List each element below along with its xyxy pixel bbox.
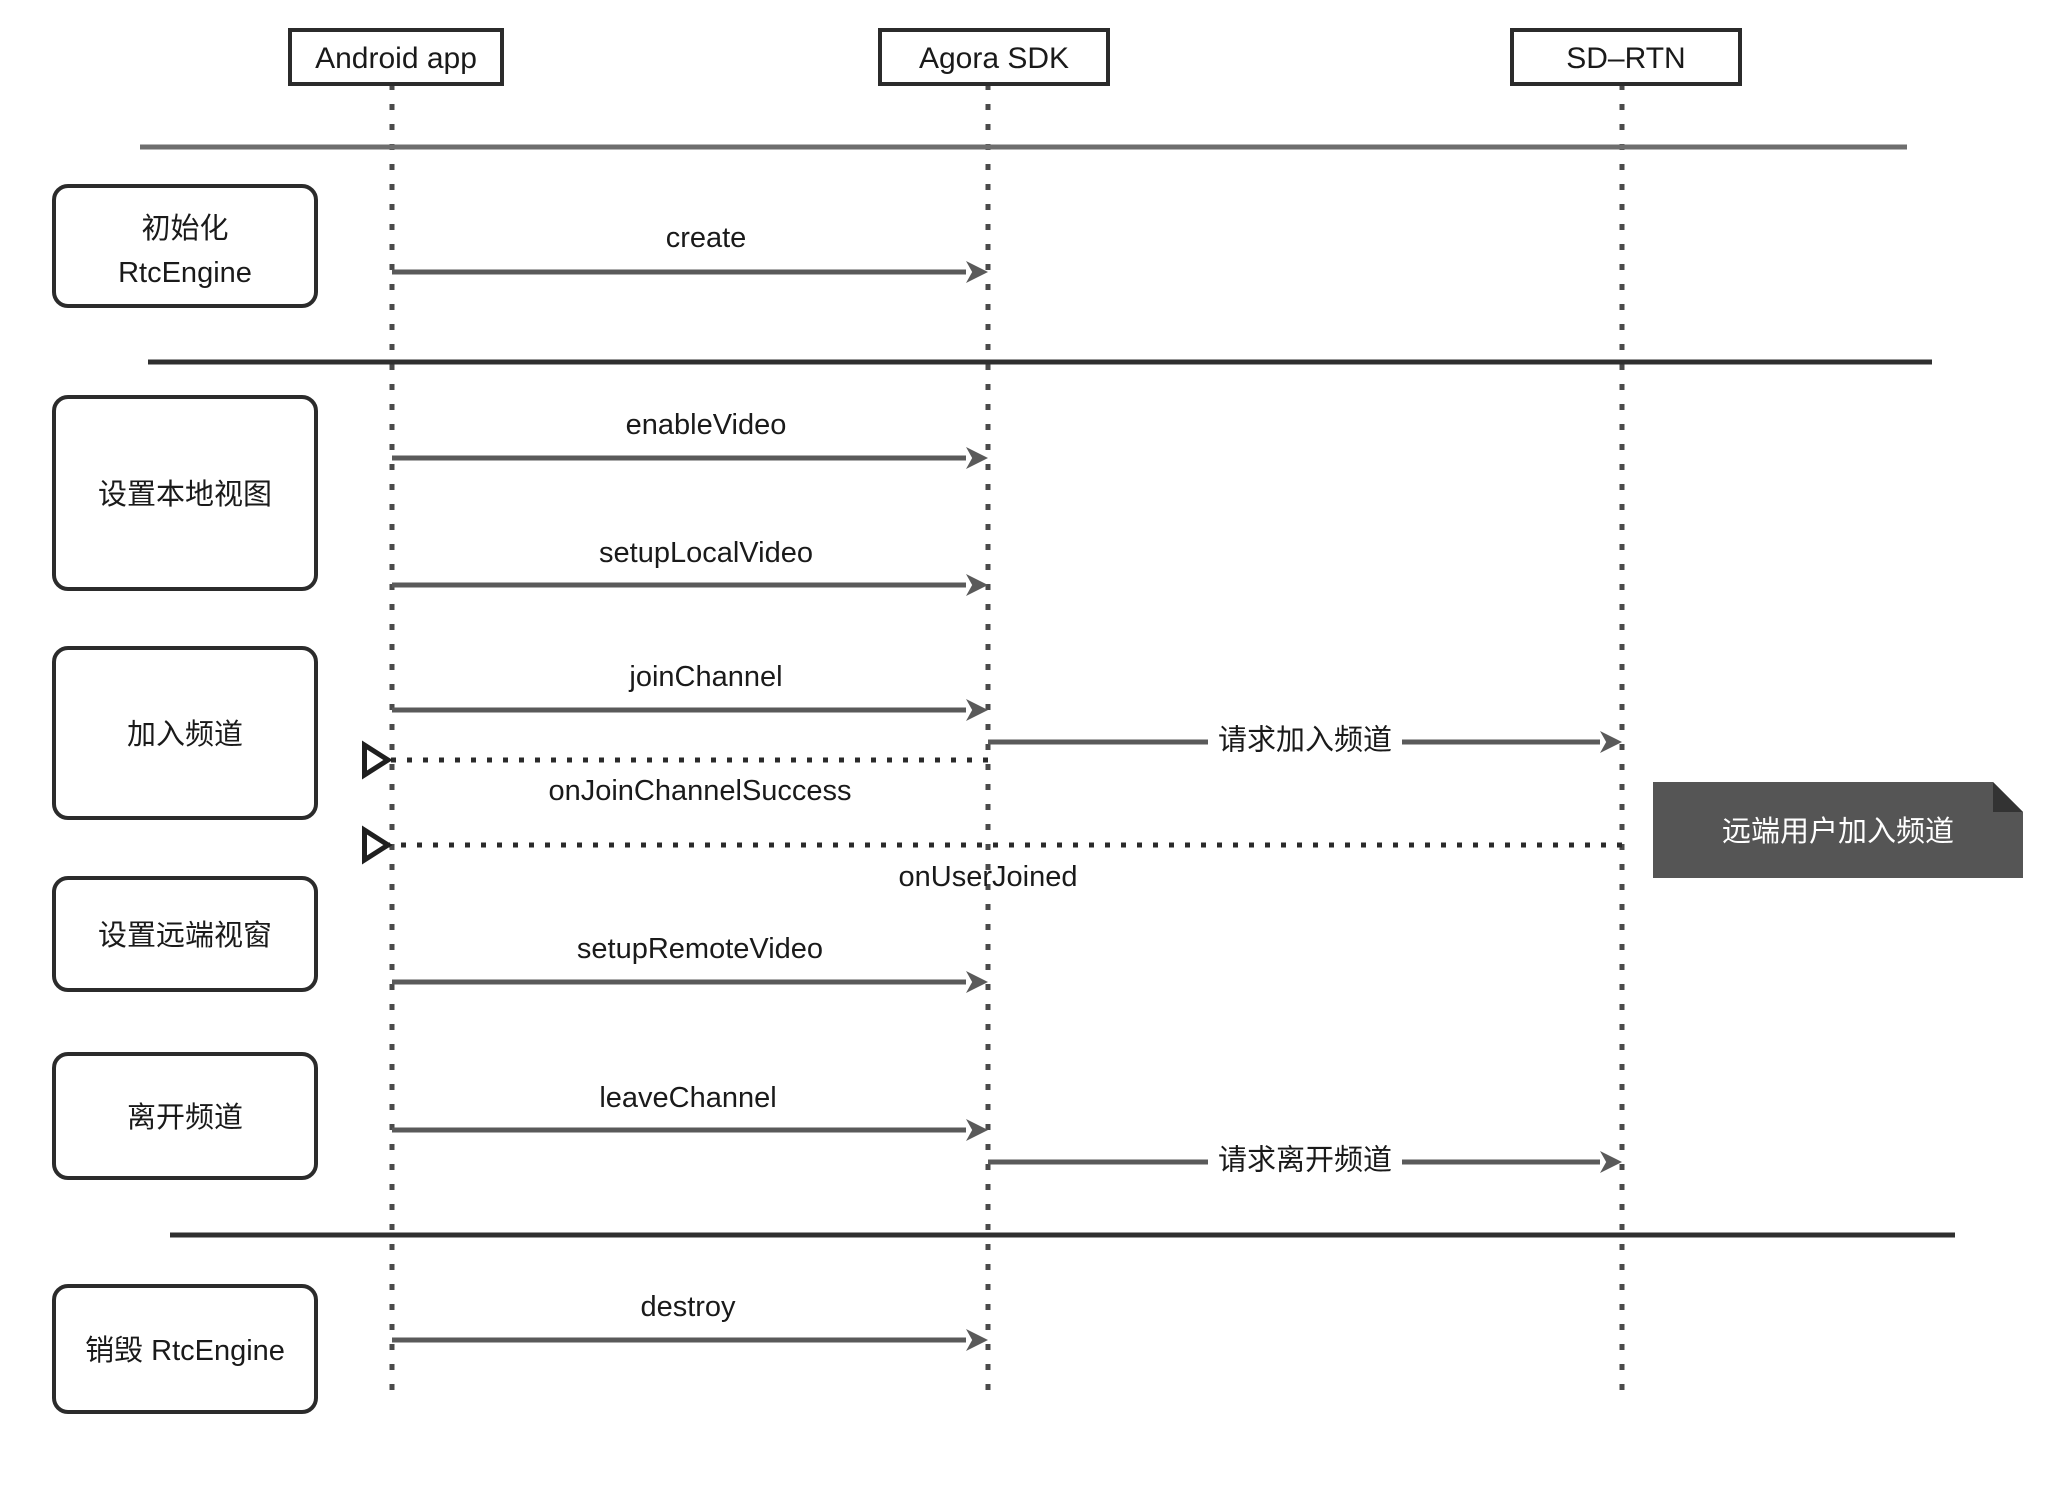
arrowhead-filled: [966, 1119, 988, 1141]
phase-label-line: RtcEngine: [118, 257, 252, 289]
arrowhead-filled: [966, 699, 988, 721]
arrowhead-filled: [966, 574, 988, 596]
message-label-msg-join-channel: joinChannel: [628, 661, 782, 693]
phase-destroy[interactable]: 销毁 RtcEngine: [52, 1284, 318, 1414]
actor-box[interactable]: [878, 28, 1110, 86]
message-label-msg-create: create: [666, 222, 747, 254]
actor-sdk[interactable]: Agora SDK: [878, 28, 1110, 86]
message-msg-leave-channel: leaveChannel: [392, 1082, 988, 1141]
phase-local-view[interactable]: 设置本地视图: [52, 395, 318, 591]
message-label-msg-setup-remote-video: setupRemoteVideo: [577, 933, 823, 965]
separators-layer: [140, 144, 1955, 1238]
phase-box[interactable]: [52, 876, 318, 992]
actor-label: SD–RTN: [1566, 42, 1685, 75]
message-msg-enable-video: enableVideo: [392, 409, 988, 469]
messages-layer: create enableVideo setupLocalVideo joinChan…: [362, 222, 1622, 1351]
note-body: [1653, 782, 2023, 878]
message-label-msg-on-join-channel-success: onJoinChannelSuccess: [548, 775, 851, 807]
arrowhead-filled: [966, 971, 988, 993]
actor-rtn[interactable]: SD–RTN: [1510, 28, 1742, 86]
phase-label-line: 初始化: [141, 212, 228, 245]
message-msg-on-user-joined: onUserJoined: [362, 825, 1622, 893]
message-msg-setup-remote-video: setupRemoteVideo: [392, 933, 988, 993]
phase-join-channel[interactable]: 加入频道: [52, 646, 318, 820]
message-label-msg-on-user-joined: onUserJoined: [899, 861, 1078, 893]
actor-label: Agora SDK: [919, 42, 1069, 75]
message-msg-setup-local-video: setupLocalVideo: [392, 537, 988, 596]
message-label-msg-enable-video: enableVideo: [626, 409, 787, 441]
phase-remote-view[interactable]: 设置远端视窗: [52, 876, 318, 992]
note-note-remote-user-joined: 远端用户加入频道: [1653, 782, 2023, 878]
message-msg-request-join: 请求加入频道: [988, 720, 1622, 764]
actor-boxes-layer: Android app Agora SDK SD–RTN: [288, 28, 1742, 86]
arrowhead-filled: [1600, 731, 1622, 753]
message-label-msg-setup-local-video: setupLocalVideo: [599, 537, 813, 569]
phase-label-line: 销毁 RtcEngine: [85, 1334, 285, 1367]
arrowhead-filled: [966, 261, 988, 283]
label-backdrop: [1212, 720, 1398, 764]
phase-leave-channel[interactable]: 离开频道: [52, 1052, 318, 1180]
notes-layer: 远端用户加入频道: [1653, 782, 2023, 878]
arrowhead-filled: [966, 447, 988, 469]
arrowhead-filled: [1600, 1151, 1622, 1173]
phase-label-line: 设置本地视图: [98, 478, 272, 511]
message-label-msg-request-leave: 请求离开频道: [1218, 1144, 1392, 1177]
phase-label-line: 设置远端视窗: [98, 919, 272, 952]
arrowhead-filled: [966, 1329, 988, 1351]
phase-label-line: 加入频道: [127, 718, 243, 751]
message-label-msg-destroy: destroy: [640, 1291, 736, 1323]
phase-box[interactable]: [52, 1284, 318, 1414]
note-fold-corner-icon: [1993, 782, 2023, 812]
phase-box[interactable]: [52, 395, 318, 591]
phase-box[interactable]: [52, 184, 318, 308]
message-msg-join-channel: joinChannel: [392, 661, 988, 721]
message-label-msg-leave-channel: leaveChannel: [599, 1082, 776, 1114]
phase-label-line: 离开频道: [127, 1101, 243, 1134]
actor-app[interactable]: Android app: [288, 28, 504, 86]
phase-box[interactable]: [52, 1052, 318, 1180]
phase-box[interactable]: [52, 646, 318, 820]
label-backdrop: [1212, 1140, 1398, 1184]
phase-init[interactable]: 初始化 RtcEngine: [52, 184, 318, 308]
arrowhead-open: [362, 825, 393, 865]
message-msg-create: create: [392, 222, 988, 283]
note-label: 远端用户加入频道: [1722, 815, 1954, 848]
actor-label: Android app: [315, 42, 477, 75]
message-msg-on-join-channel-success: onJoinChannelSuccess: [362, 740, 988, 807]
message-msg-destroy: destroy: [392, 1291, 988, 1351]
actor-box[interactable]: [1510, 28, 1742, 86]
actor-box[interactable]: [288, 28, 504, 86]
message-label-msg-request-join: 请求加入频道: [1218, 724, 1392, 757]
message-msg-request-leave: 请求离开频道: [988, 1140, 1622, 1184]
arrowhead-open: [362, 740, 393, 780]
